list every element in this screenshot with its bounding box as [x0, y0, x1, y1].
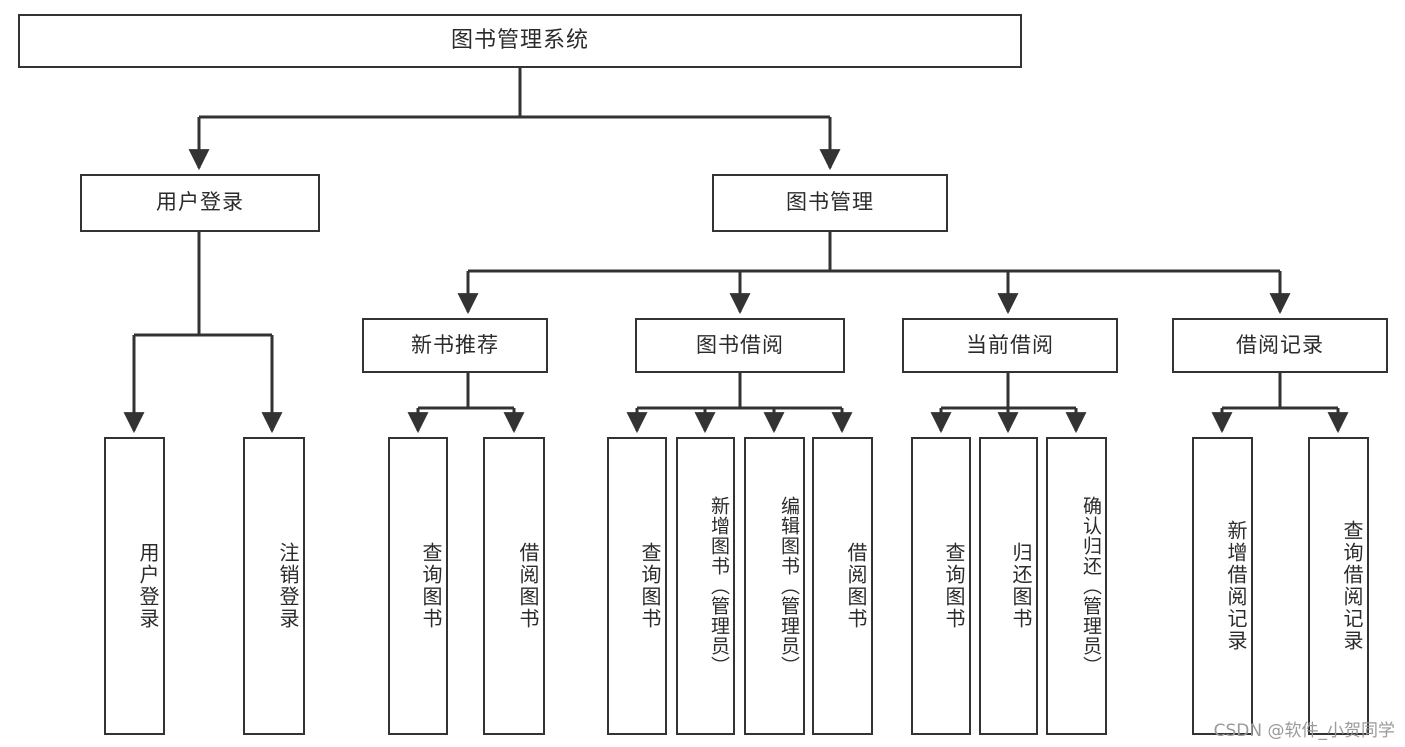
node-root-library-management-system[interactable]: 图书管理系统 — [18, 14, 1022, 68]
leaf-add-book-admin[interactable]: 新增图书（管理员） — [676, 437, 735, 735]
leaf-query-borrow-record[interactable]: 查询借阅记录 — [1308, 437, 1369, 735]
leaf-user-login[interactable]: 用户登录 — [104, 437, 165, 735]
leaf-query-book-new-recommend[interactable]: 查询图书 — [388, 437, 448, 735]
node-new-book-recommend[interactable]: 新书推荐 — [362, 318, 548, 373]
node-book-management[interactable]: 图书管理 — [712, 174, 948, 232]
node-user-login[interactable]: 用户登录 — [80, 174, 320, 232]
leaf-return-book[interactable]: 归还图书 — [979, 437, 1038, 735]
node-book-borrow[interactable]: 图书借阅 — [635, 318, 845, 373]
leaf-confirm-return-admin[interactable]: 确认归还（管理员） — [1046, 437, 1107, 735]
leaf-borrow-book-new-recommend[interactable]: 借阅图书 — [483, 437, 545, 735]
leaf-query-book-borrow[interactable]: 查询图书 — [607, 437, 667, 735]
leaf-edit-book-admin[interactable]: 编辑图书（管理员） — [744, 437, 805, 735]
leaf-borrow-book[interactable]: 借阅图书 — [812, 437, 873, 735]
node-borrow-record[interactable]: 借阅记录 — [1172, 318, 1388, 373]
leaf-add-borrow-record[interactable]: 新增借阅记录 — [1192, 437, 1253, 735]
leaf-logout-login[interactable]: 注销登录 — [243, 437, 305, 735]
leaf-query-book-current[interactable]: 查询图书 — [911, 437, 971, 735]
node-current-borrow[interactable]: 当前借阅 — [902, 318, 1118, 373]
watermark-csdn: CSDN @软件_小贺同学 — [1213, 721, 1395, 741]
